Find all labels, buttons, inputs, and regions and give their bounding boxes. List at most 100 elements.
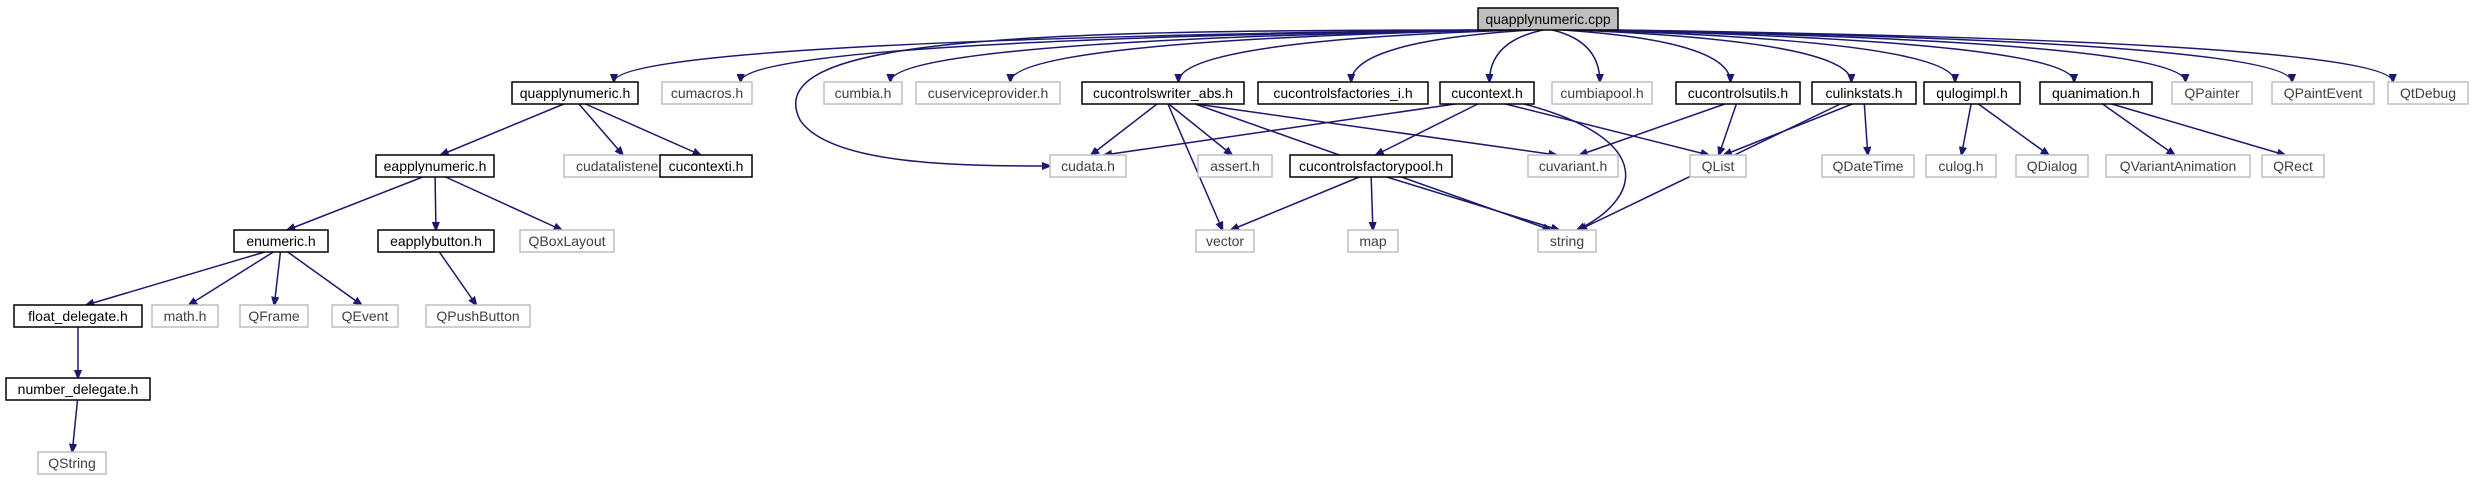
node-quapplynumeric-cpp[interactable]: quapplynumeric.cpp [1477,7,1619,31]
edge-eapplynumeric-h-to-enumeric-h [287,176,423,230]
edge [1489,29,1544,82]
edge-quapplynumeric-cpp-to-qtdebug [1618,29,2392,82]
edge-cucontrolsutils-h-to-cuvariant-h [1580,103,1726,155]
edge [1618,29,2392,82]
node-label: cucontrolsfactorypool.h [1299,158,1443,174]
node-eapplybutton-h[interactable]: eapplybutton.h [377,229,495,253]
node-label: QEvent [342,308,389,324]
edge-enumeric-h-to-qevent [287,251,362,305]
node-vector: vector [1195,229,1255,253]
node-label: cucontrolsutils.h [1688,85,1788,101]
edge-cucontrolsutils-h-to-qlist [1719,103,1738,155]
edge-quapplynumeric-cpp-to-cudata-h [794,29,1483,166]
node-box [331,304,399,328]
node-float-delegate-h[interactable]: float_delegate.h [13,304,143,328]
edge-quapplynumeric-cpp-to-quanimation-h [1591,29,2074,82]
node-cucontext-h[interactable]: cucontext.h [1439,81,1535,105]
node-cumbia-h: cumbia.h [823,81,903,105]
node-cucontexti-h[interactable]: cucontexti.h [659,154,753,178]
edge [435,176,436,230]
node-box [2039,81,2153,105]
edge [890,29,1494,82]
edge [1168,103,1232,155]
node-cudata-h: cudata.h [1049,154,1127,178]
node-cucontrolsfactorypool-h[interactable]: cucontrolsfactorypool.h [1289,154,1453,178]
node-box [2387,81,2469,105]
edge-cucontext-h-to-qlist [1505,103,1708,155]
node-label: cucontrolsfactories_i.h [1273,85,1412,101]
node-box [1477,7,1619,31]
node-label: vector [1206,233,1244,249]
node-qvariantanimation: QVariantAnimation [2105,154,2251,178]
edge [1552,29,1600,82]
edge [2102,103,2175,155]
node-label: cumbiapool.h [1560,85,1643,101]
edge-quapplynumeric-cpp-to-cucontext-h [1489,29,1544,82]
edge-cucontext-h-to-string [1523,103,1627,230]
node-box [1675,81,1801,105]
edge [1178,29,1518,82]
node-qboxlayout: QBoxLayout [519,229,615,253]
node-cucontrolswriter-abs-h[interactable]: cucontrolswriter_abs.h [1081,81,1245,105]
node-box [2015,154,2089,178]
edge [1563,29,1730,82]
node-label: QtDebug [2400,85,2456,101]
edge-quapplynumeric-h-to-cudatalistener-h [578,103,623,155]
node-eapplynumeric-h[interactable]: eapplynumeric.h [375,154,495,178]
edge [441,103,565,155]
edge [585,103,700,155]
edge [189,251,274,305]
edge [578,103,623,155]
edge [741,29,1481,82]
node-label: string [1550,233,1584,249]
edge-enumeric-h-to-qframe [274,251,282,305]
node-box [1197,154,1273,178]
edge-quapplynumeric-cpp-to-cucontrolsfactories-i-h [1351,29,1532,82]
edge [287,251,362,305]
node-label: cudata.h [1061,158,1115,174]
node-label: QBoxLayout [528,233,605,249]
node-box [1289,154,1453,178]
edge [1167,103,1223,230]
edge [1591,29,2074,82]
node-qpaintevent: QPaintEvent [2271,81,2375,105]
node-cucontrolsfactories-i-h[interactable]: cucontrolsfactories_i.h [1257,81,1429,105]
edge [72,399,79,452]
node-label: QFrame [248,308,300,324]
edge [1091,103,1158,155]
node-label: culinkstats.h [1825,85,1902,101]
node-qrect: QRect [2261,154,2325,178]
edge [1104,103,1456,155]
node-number-delegate-h[interactable]: number_delegate.h [5,377,151,401]
node-cucontrolsutils-h[interactable]: cucontrolsutils.h [1675,81,1801,105]
edge-quanimation-h-to-qvariantanimation [2102,103,2175,155]
node-enumeric-h[interactable]: enumeric.h [233,229,329,253]
node-box [233,229,329,253]
node-culinkstats-h[interactable]: culinkstats.h [1811,81,1917,105]
node-label: QList [1702,158,1735,174]
node-quanimation-h[interactable]: quanimation.h [2039,81,2153,105]
node-qulogimpl-h[interactable]: qulogimpl.h [1923,81,2021,105]
edge [2111,103,2285,155]
node-label: cumacros.h [671,85,743,101]
edge-qulogimpl-h-to-qdialog [1977,103,2048,155]
node-label: quapplynumeric.h [520,85,631,101]
edge [1231,176,1360,230]
edge [1719,103,1738,155]
edge-quapplynumeric-cpp-to-cumbiapool-h [1552,29,1600,82]
node-box [1049,154,1127,178]
node-quapplynumeric-h[interactable]: quapplynumeric.h [511,81,639,105]
node-label: QPainter [2184,85,2240,101]
node-box [1347,229,1399,253]
node-label: QRect [2273,158,2313,174]
edge [1864,103,1868,155]
edge [1371,176,1373,230]
node-box [1923,81,2021,105]
node-qlist: QList [1689,154,1747,178]
edge [794,29,1483,166]
edge-quapplynumeric-cpp-to-culinkstats-h [1573,29,1851,82]
node-box [377,229,495,253]
edge [1351,29,1532,82]
edge [1523,103,1627,230]
